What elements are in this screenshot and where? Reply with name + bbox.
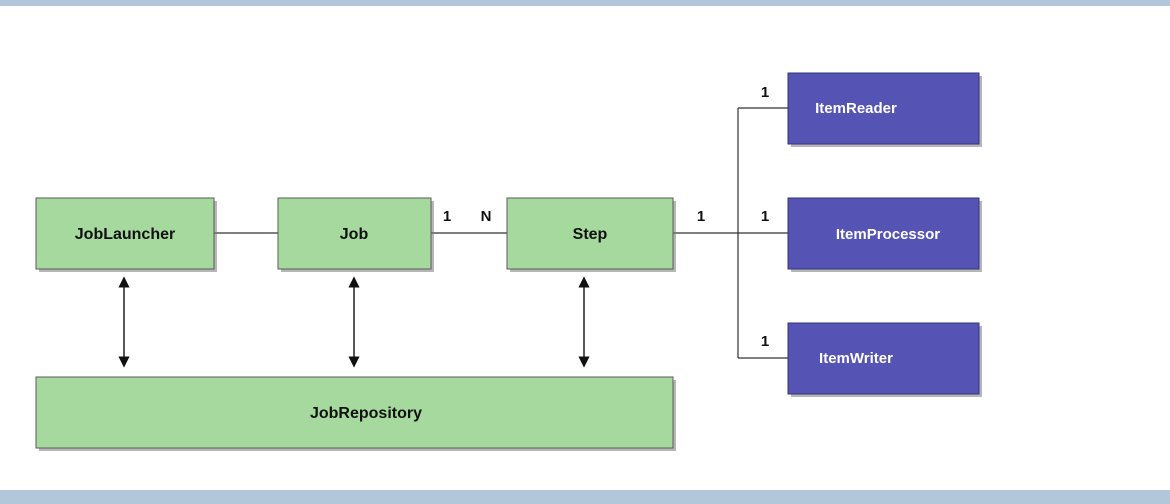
joblauncher-box: JobLauncher	[35, 197, 217, 272]
step-box: Step	[506, 197, 676, 272]
multiplicity-itemreader: 1	[761, 84, 769, 101]
itemreader-box: ItemReader	[787, 72, 982, 147]
job-box: Job	[277, 197, 434, 272]
step-label: Step	[573, 226, 608, 243]
joblauncher-label: JobLauncher	[75, 226, 175, 243]
multiplicity-job-side: 1	[443, 208, 451, 225]
itemwriter-label: ItemWriter	[819, 350, 893, 367]
itemprocessor-label: ItemProcessor	[836, 226, 940, 243]
job-label: Job	[340, 226, 369, 243]
multiplicity-step-out: 1	[697, 208, 705, 225]
multiplicity-itemwriter: 1	[761, 333, 769, 350]
multiplicity-itemprocessor: 1	[761, 208, 769, 225]
multiplicity-step-side: N	[481, 208, 492, 225]
itemwriter-box: ItemWriter	[787, 322, 982, 397]
bottom-frame-bar	[0, 490, 1170, 504]
itemprocessor-box: ItemProcessor	[787, 197, 982, 272]
jobrepository-box: JobRepository	[35, 376, 676, 451]
jobrepository-label: JobRepository	[310, 405, 422, 422]
itemreader-label: ItemReader	[815, 100, 897, 117]
